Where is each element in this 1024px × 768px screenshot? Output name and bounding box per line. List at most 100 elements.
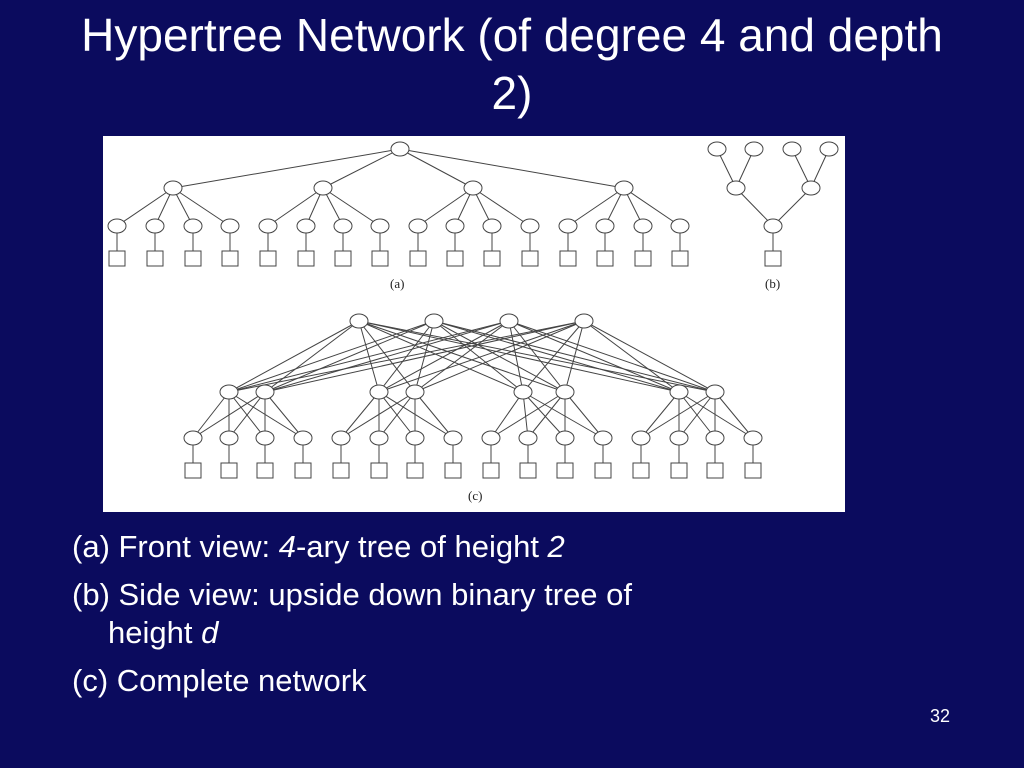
processor-node: [671, 250, 689, 267]
tree-edge: [378, 320, 435, 393]
bullet-front-view: (a) Front view: 4-ary tree of height 2: [72, 529, 565, 564]
tree-edge: [358, 320, 680, 393]
router-node: [669, 430, 689, 446]
tree-edge: [490, 391, 566, 439]
router-node: [424, 313, 444, 329]
processor-node: [294, 462, 312, 479]
tree-edge: [433, 320, 716, 393]
tree-edge: [508, 320, 680, 393]
processor-node: [184, 250, 202, 267]
processor-node: [596, 250, 614, 267]
processor-node: [370, 462, 388, 479]
tree-edge: [322, 187, 381, 227]
processor-node: [594, 462, 612, 479]
router-node: [390, 141, 410, 157]
router-node: [669, 384, 689, 400]
router-node: [614, 180, 634, 196]
router-node: [293, 430, 313, 446]
tree-edge: [322, 148, 401, 189]
processor-node: [444, 462, 462, 479]
tree-edge: [623, 187, 681, 227]
router-node: [370, 218, 390, 234]
router-node: [183, 218, 203, 234]
router-node: [313, 180, 333, 196]
tree-edge: [399, 148, 625, 189]
router-node: [145, 218, 165, 234]
tree-edge: [508, 320, 716, 393]
processor-node: [483, 250, 501, 267]
tree-edge: [522, 391, 566, 439]
router-node: [296, 218, 316, 234]
router-node: [463, 180, 483, 196]
tree-edge: [735, 187, 774, 227]
router-node: [595, 218, 615, 234]
processor-node: [519, 462, 537, 479]
router-node: [520, 218, 540, 234]
router-node: [349, 313, 369, 329]
bullet-list: (a) Front view: 4-ary tree of height 2 (…: [72, 528, 872, 710]
tree-edge: [567, 187, 625, 227]
tree-edge: [678, 391, 754, 439]
tree-edge: [358, 320, 716, 393]
router-node: [801, 180, 821, 196]
router-node: [574, 313, 594, 329]
processor-node: [556, 462, 574, 479]
page-number: 32: [930, 706, 951, 726]
router-node: [707, 141, 727, 157]
router-node: [670, 218, 690, 234]
router-node: [255, 430, 275, 446]
panel-b-label: (b): [765, 276, 780, 291]
hypertree-figure: (a) (b) (c): [103, 136, 845, 512]
router-node: [219, 430, 239, 446]
tree-edge: [264, 320, 360, 393]
router-node: [558, 218, 578, 234]
tree-edge: [264, 320, 435, 393]
tree-edge: [378, 320, 585, 393]
tree-edge: [417, 187, 474, 227]
router-node: [405, 430, 425, 446]
router-node: [705, 384, 725, 400]
tree-edge: [228, 320, 435, 393]
tree-edge: [522, 320, 585, 393]
processor-node: [521, 250, 539, 267]
processor-node: [744, 462, 762, 479]
tree-edge: [433, 320, 524, 393]
router-node: [369, 430, 389, 446]
bullet-side-view: (b) Side view: upside down binary tree o…: [72, 577, 633, 650]
tree-edge: [358, 320, 524, 393]
router-node: [445, 218, 465, 234]
hypertree-diagram: (a) (b) (c): [107, 141, 839, 503]
tree-edge: [340, 391, 380, 439]
router-node: [482, 218, 502, 234]
processor-node: [221, 250, 239, 267]
tree-edge: [378, 391, 416, 439]
router-node: [481, 430, 501, 446]
tree-edge: [358, 320, 566, 393]
router-node: [405, 384, 425, 400]
bullet-complete-network: (c) Complete network: [72, 663, 367, 698]
router-node: [333, 218, 353, 234]
router-node: [631, 430, 651, 446]
tree-edge: [508, 320, 524, 393]
tree-edge: [640, 391, 680, 439]
processor-node: [482, 462, 500, 479]
tree-edge: [192, 391, 230, 439]
router-node: [518, 430, 538, 446]
tree-edge: [678, 391, 716, 439]
router-node: [107, 218, 127, 234]
tree-edge: [583, 320, 680, 393]
router-node: [408, 218, 428, 234]
router-node: [763, 218, 783, 234]
processor-node: [634, 250, 652, 267]
tree-edge: [116, 187, 174, 227]
tree-edge: [490, 391, 524, 439]
tree-edge: [358, 320, 416, 393]
processor-node: [409, 250, 427, 267]
tree-edge: [583, 320, 716, 393]
tree-edge: [340, 391, 416, 439]
tree-edge: [378, 320, 510, 393]
tree-edge: [472, 187, 531, 227]
tree-edge: [527, 391, 566, 439]
router-node: [499, 313, 519, 329]
processor-node: [184, 462, 202, 479]
